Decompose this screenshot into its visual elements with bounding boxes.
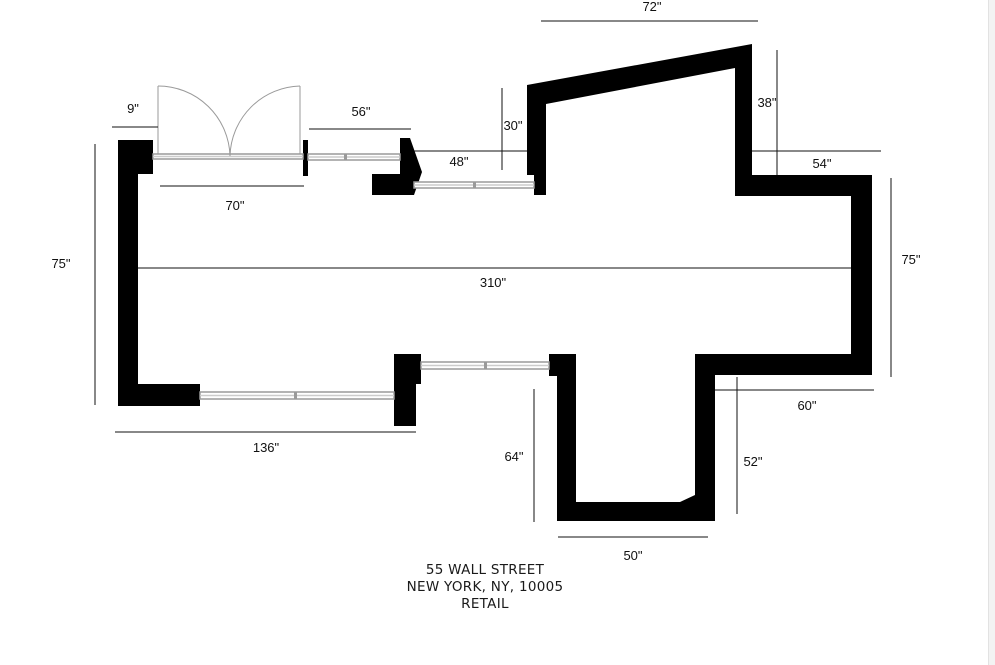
- label-entry-door: 70": [225, 198, 244, 213]
- label-bay-right-depth: 38": [757, 95, 776, 110]
- label-bay-depth-upper: 30": [503, 118, 522, 133]
- wall-lower-pier: [394, 354, 421, 426]
- label-lower-right-step: 60": [797, 398, 816, 413]
- walls: [118, 44, 872, 521]
- page-edge: [988, 0, 995, 665]
- label-lower-bay-depth-right: 52": [743, 454, 762, 469]
- label-right-depth: 75": [901, 252, 920, 267]
- door-swing-left: [157, 85, 231, 157]
- address-city: NEW YORK, NY, 10005: [406, 579, 564, 595]
- label-lower-bay-width: 50": [623, 548, 642, 563]
- double-door: [157, 85, 301, 157]
- label-overall-length: 310": [480, 275, 507, 290]
- window-upper-right: [413, 181, 535, 189]
- wall-lower-right-step: [695, 354, 872, 375]
- label-front-length: 136": [253, 440, 280, 455]
- wall-upper-bay: [527, 44, 872, 196]
- wall-right: [851, 175, 872, 375]
- dimension-lines: [94, 20, 892, 538]
- label-lower-bay-depth-left: 64": [504, 449, 523, 464]
- window-lower-center: [420, 361, 550, 370]
- window-lower-front: [199, 391, 395, 400]
- door-swing-right: [229, 85, 301, 157]
- label-door-setback: 9": [127, 101, 139, 116]
- label-top-width: 72": [642, 0, 661, 14]
- wall-upper-pier: [372, 138, 422, 195]
- label-window-upper: 56": [351, 104, 370, 119]
- address-use: RETAIL: [461, 596, 509, 612]
- address-block: 55 WALL STREET NEW YORK, NY, 10005 RETAI…: [380, 562, 590, 613]
- wall-door-jamb: [303, 140, 308, 176]
- address-street: 55 WALL STREET: [425, 562, 545, 578]
- wall-top-left-stub: [118, 140, 153, 174]
- windows: [152, 153, 550, 400]
- wall-bottom-left: [118, 384, 200, 406]
- dimension-labels: 72" 9" 56" 30" 48" 38" 54" 70" 75" 310" …: [51, 0, 920, 563]
- door-threshold: [152, 153, 304, 160]
- wall-left: [118, 140, 138, 406]
- label-left-depth: 75": [51, 256, 70, 271]
- label-window-upper-right: 48": [449, 154, 468, 169]
- window-upper-left: [307, 153, 401, 161]
- wall-lower-bay: [549, 354, 715, 521]
- label-right-step: 54": [812, 156, 831, 171]
